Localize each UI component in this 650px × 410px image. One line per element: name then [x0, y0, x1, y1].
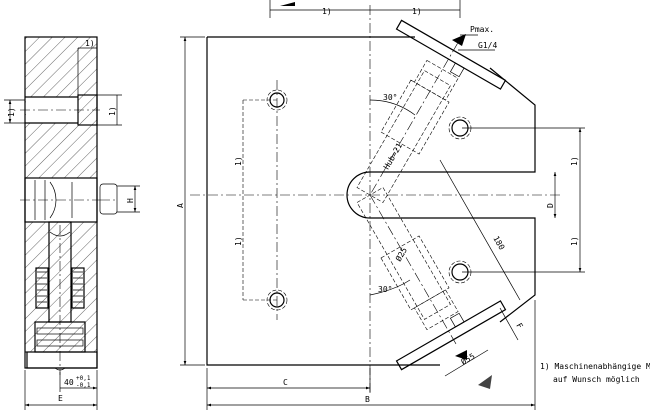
- dim-D: D: [546, 203, 555, 208]
- dim-E: E: [58, 394, 63, 403]
- tolerance-lower: -0,1: [76, 382, 91, 389]
- dim-B: B: [365, 395, 370, 404]
- dim-label: 1): [570, 156, 579, 166]
- tolerance-upper: +0,1: [76, 375, 91, 382]
- dim-label: 1): [234, 236, 243, 246]
- dim-label: 1): [322, 7, 332, 16]
- length-180-label: 180: [491, 235, 506, 252]
- dim-label: 1): [108, 106, 117, 116]
- footnote-line-2: auf Wunsch möglich: [553, 375, 640, 384]
- footnote-line-1: 1) Maschinenabhängige Maße: [540, 362, 650, 371]
- dim-tolerance: 40: [64, 378, 74, 387]
- dim-A: A: [176, 203, 185, 208]
- dim-label: 1): [234, 156, 243, 166]
- dim-F: F: [514, 322, 524, 331]
- dim-label: 1): [570, 236, 579, 246]
- stroke-label: Hub=21: [382, 141, 404, 171]
- dim-label: 1): [412, 7, 422, 16]
- front-dimensions: 1) 1) 1) 1) D C B Pmax. G1/4 30° 30° Hub…: [206, 0, 585, 410]
- side-dimensions: 1) 1) 1) H 40 +0,1 -0,1 E A: [4, 36, 205, 410]
- footnote: 1) Maschinenabhängige Maße auf Wunsch mö…: [540, 362, 650, 384]
- upper-clamp-cylinder: [356, 19, 507, 203]
- dim-C: C: [283, 378, 288, 387]
- pmax-label: Pmax.: [470, 25, 494, 34]
- dia-25-label: Ø25: [393, 245, 409, 263]
- front-view: 1) 1): [190, 5, 560, 395]
- lower-clamp-cylinder: [356, 187, 507, 371]
- port-label: G1/4: [478, 41, 497, 50]
- angle-label: 30°: [383, 93, 397, 102]
- dim-H: H: [126, 198, 135, 203]
- side-section-view: [20, 36, 118, 375]
- dim-label: 1): [7, 107, 16, 117]
- angle-label: 30°: [378, 285, 392, 294]
- dim-label: 1): [85, 39, 95, 48]
- mounting-holes: [266, 89, 472, 311]
